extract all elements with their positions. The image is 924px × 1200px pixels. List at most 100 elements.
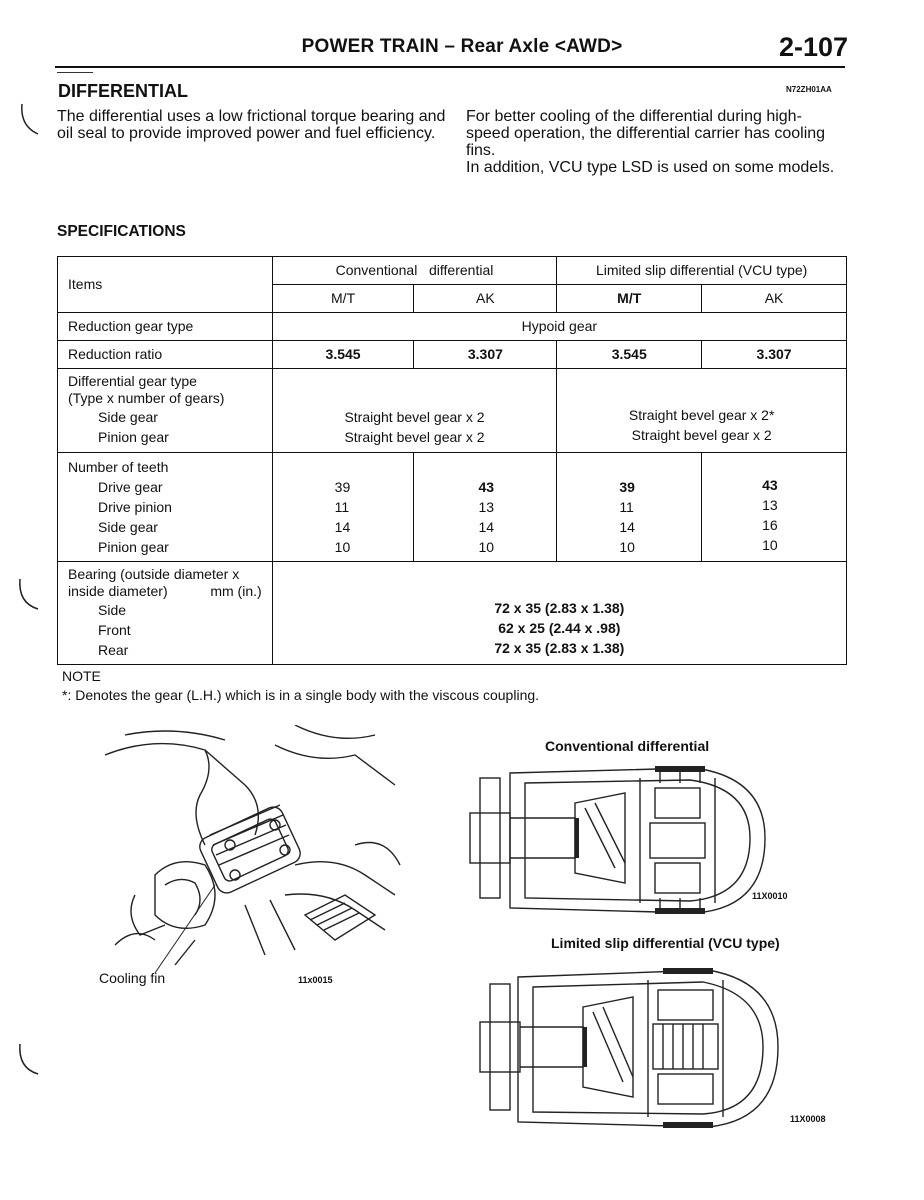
bearing-front-value: 62 x 25 (2.44 x .98) bbox=[498, 620, 621, 636]
items-label: Items bbox=[68, 276, 103, 292]
ratio-value: 3.307 bbox=[756, 346, 792, 362]
specifications-table: Items Conventional differential Limited … bbox=[57, 256, 848, 665]
teeth-values: 43 13 14 10 bbox=[414, 453, 556, 561]
intro-right-column: For better cooling of the differential d… bbox=[466, 108, 841, 176]
header-lsd: Limited slip differential (VCU type) bbox=[556, 256, 847, 285]
bearing-values: 72 x 35 (2.83 x 1.38) 62 x 25 (2.44 x .9… bbox=[271, 561, 848, 665]
teeth-value: 10 bbox=[762, 537, 778, 553]
bearing-front-label: Front bbox=[98, 622, 131, 638]
teeth-value: 39 bbox=[619, 479, 635, 495]
row-reduction-gear-type-label: Reduction gear type bbox=[57, 312, 273, 341]
side-gear-label: Side gear bbox=[98, 409, 158, 425]
teeth-value: 13 bbox=[478, 499, 495, 515]
section-mark bbox=[57, 72, 93, 73]
teeth-value: 11 bbox=[619, 499, 634, 515]
page-number: 2-107 bbox=[778, 32, 848, 62]
cooling-fin-illustration bbox=[104, 725, 401, 974]
header-conv-mt: M/T bbox=[271, 284, 415, 313]
teeth-value: 39 bbox=[334, 479, 351, 495]
row-label: Reduction ratio bbox=[68, 346, 163, 362]
conventional-figure-code: 11X0010 bbox=[752, 891, 788, 901]
teeth-value: 10 bbox=[334, 539, 351, 555]
row-sublabel: (Type x number of gears) bbox=[68, 390, 225, 406]
lsd-label: Limited slip differential (VCU type) bbox=[595, 262, 808, 278]
intro-right-paragraph-2: In addition, VCU type LSD is used on som… bbox=[466, 159, 835, 176]
row-diff-gear-type-label: Differential gear type (Type x number of… bbox=[57, 368, 273, 453]
teeth-values: 39 11 14 10 bbox=[557, 453, 701, 561]
teeth-value: 10 bbox=[619, 539, 635, 555]
ratio-value: 3.307 bbox=[467, 346, 503, 362]
mt-label: M/T bbox=[617, 290, 642, 306]
pinion-gear-value: Straight bevel gear x 2 bbox=[344, 429, 485, 445]
ratio-lsd-mt: 3.545 bbox=[556, 340, 703, 369]
bearing-rear-value: 72 x 35 (2.83 x 1.38) bbox=[494, 640, 625, 656]
pinion-gear-value: Straight bevel gear x 2 bbox=[631, 427, 772, 443]
teeth-value: 14 bbox=[334, 519, 351, 535]
diff-gear-type-conventional: Straight bevel gear x 2 Straight bevel g… bbox=[271, 368, 558, 453]
side-gear-value: Straight bevel gear x 2 bbox=[344, 409, 485, 425]
side-gear-value: Straight bevel gear x 2* bbox=[628, 407, 775, 423]
row-reduction-ratio-label: Reduction ratio bbox=[57, 340, 273, 369]
header-conv-ak: AK bbox=[413, 284, 558, 313]
intro-right-paragraph-1: For better cooling of the differential d… bbox=[466, 108, 826, 159]
teeth-value: 13 bbox=[762, 497, 778, 513]
bearing-value-list: 72 x 35 (2.83 x 1.38) 62 x 25 (2.44 x .9… bbox=[273, 562, 846, 662]
lsd-differential-cutaway bbox=[479, 968, 779, 1128]
lsd-gear-values: Straight bevel gear x 2* Straight bevel … bbox=[557, 369, 846, 449]
conventional-differential-cutaway bbox=[469, 766, 766, 914]
teeth-conv-ak: 43 13 14 10 bbox=[413, 452, 558, 562]
note-text: *: Denotes the gear (L.H.) which is in a… bbox=[62, 687, 540, 703]
section-title: DIFFERENTIAL bbox=[58, 81, 188, 101]
unit-label: mm (in.) bbox=[210, 583, 262, 599]
binder-hole-mark bbox=[21, 103, 39, 135]
teeth-values: 39 11 14 10 bbox=[273, 453, 414, 561]
row-value: Hypoid gear bbox=[521, 318, 598, 334]
diff-gear-type-labels: Differential gear type (Type x number of… bbox=[58, 369, 272, 451]
pinion-gear-label: Pinion gear bbox=[98, 539, 169, 555]
mt-label: M/T bbox=[331, 290, 356, 306]
cooling-fin-label: Cooling fin bbox=[99, 970, 166, 986]
teeth-value: 10 bbox=[478, 539, 495, 555]
conv-gear-values: Straight bevel gear x 2 Straight bevel g… bbox=[273, 369, 557, 451]
row-teeth-label: Number of teeth Drive gear Drive pinion … bbox=[57, 452, 273, 562]
conventional-label: Conventional differential bbox=[335, 262, 494, 278]
row-label: Number of teeth bbox=[68, 459, 169, 475]
drive-gear-label: Drive gear bbox=[98, 479, 163, 495]
section-code: N72ZH01AA bbox=[786, 85, 832, 94]
binder-hole-mark bbox=[19, 1043, 39, 1075]
ratio-value: 3.545 bbox=[325, 346, 361, 362]
teeth-lsd-ak: 43 13 16 10 bbox=[701, 452, 847, 562]
specifications-title: SPECIFICATIONS bbox=[57, 223, 186, 240]
teeth-value: 14 bbox=[478, 519, 495, 535]
bearing-labels: Bearing (outside diameter x inside diame… bbox=[58, 562, 272, 664]
teeth-value: 43 bbox=[478, 479, 495, 495]
conventional-figure-title: Conventional differential bbox=[545, 738, 710, 754]
note-block: NOTE *: Denotes the gear (L.H.) which is… bbox=[62, 667, 539, 705]
teeth-values: 43 13 16 10 bbox=[702, 453, 846, 559]
row-sublabel: inside diameter) bbox=[68, 583, 168, 599]
intro-left-paragraph: The differential uses a low frictional t… bbox=[57, 108, 446, 142]
lsd-figure-title: Limited slip differential (VCU type) bbox=[551, 935, 780, 951]
row-label: Reduction gear type bbox=[68, 318, 194, 334]
teeth-labels: Number of teeth Drive gear Drive pinion … bbox=[58, 453, 272, 561]
header-lsd-ak: AK bbox=[701, 284, 847, 313]
ak-label: AK bbox=[476, 290, 495, 306]
pinion-gear-label: Pinion gear bbox=[98, 429, 169, 445]
binder-hole-mark bbox=[19, 578, 39, 610]
teeth-value: 43 bbox=[762, 477, 778, 493]
page-header-title: POWER TRAIN – Rear Axle <AWD> bbox=[301, 36, 623, 57]
teeth-conv-mt: 39 11 14 10 bbox=[271, 452, 415, 562]
ratio-lsd-ak: 3.307 bbox=[701, 340, 847, 369]
row-reduction-gear-type-value: Hypoid gear bbox=[271, 312, 848, 341]
header-items: Items bbox=[57, 256, 273, 313]
diff-gear-type-lsd: Straight bevel gear x 2* Straight bevel … bbox=[556, 368, 847, 453]
teeth-lsd-mt: 39 11 14 10 bbox=[556, 452, 703, 562]
header-rule bbox=[55, 66, 845, 68]
bearing-rear-label: Rear bbox=[98, 642, 129, 658]
header-conventional: Conventional differential bbox=[271, 256, 558, 285]
row-label: Bearing (outside diameter x bbox=[68, 566, 240, 582]
header-lsd-mt: M/T bbox=[556, 284, 703, 313]
lsd-figure-code: 11X0008 bbox=[790, 1114, 826, 1124]
row-label: Differential gear type bbox=[68, 373, 197, 389]
ratio-value: 3.545 bbox=[611, 346, 647, 362]
